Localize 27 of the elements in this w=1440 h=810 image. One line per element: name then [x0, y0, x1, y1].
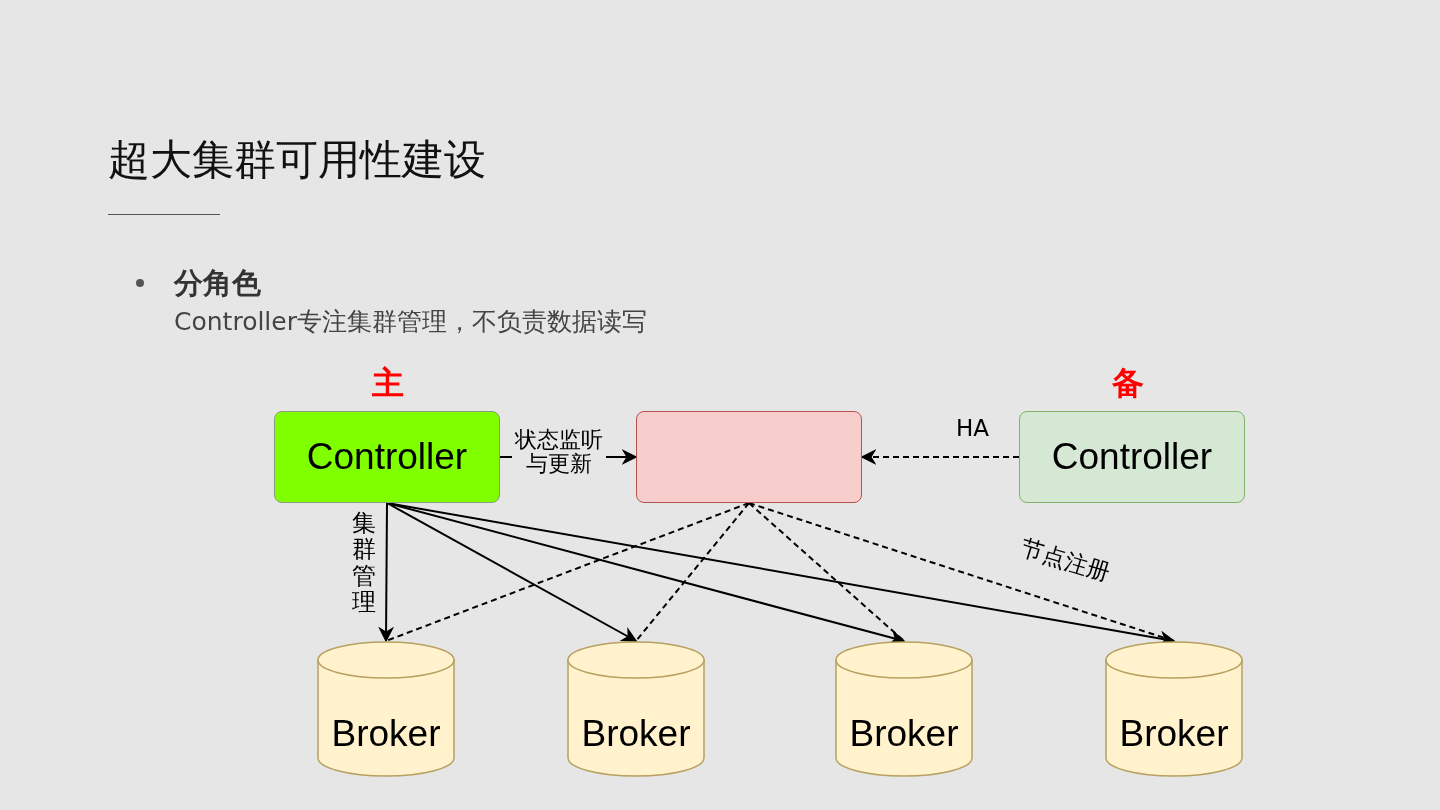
node-label: Broker — [849, 713, 959, 755]
node-label: Broker — [331, 713, 441, 755]
role-label: 主 — [372, 363, 404, 404]
role-label: 备 — [1112, 363, 1144, 404]
connector-line — [385, 502, 750, 642]
slide-title: 超大集群可用性建设 — [108, 134, 486, 186]
bullet-heading: 分角色 — [174, 265, 261, 302]
edge-label: 集群管理 — [349, 510, 379, 616]
connector-line — [748, 502, 905, 642]
node-label: Broker — [581, 713, 691, 755]
cylinder-shape — [317, 641, 455, 777]
arrow — [378, 502, 395, 643]
arrow — [386, 502, 638, 642]
node-label: Broker — [1119, 713, 1229, 755]
cylinder-shape — [567, 641, 705, 777]
cylinder-shape — [1105, 641, 1243, 777]
controller-box — [274, 411, 500, 503]
connector-line — [748, 502, 1175, 642]
arrow — [860, 449, 1020, 465]
connector-line — [635, 502, 750, 642]
node-label: Controller — [306, 436, 468, 478]
node-label: Controller — [1051, 436, 1213, 478]
process-box — [636, 411, 862, 503]
edge-label: 状态监听与更新 — [512, 428, 607, 477]
controller-box — [1019, 411, 1245, 503]
bullet-text: Controller专注集群管理，不负责数据读写 — [174, 306, 647, 338]
cylinder-shape — [835, 641, 973, 777]
